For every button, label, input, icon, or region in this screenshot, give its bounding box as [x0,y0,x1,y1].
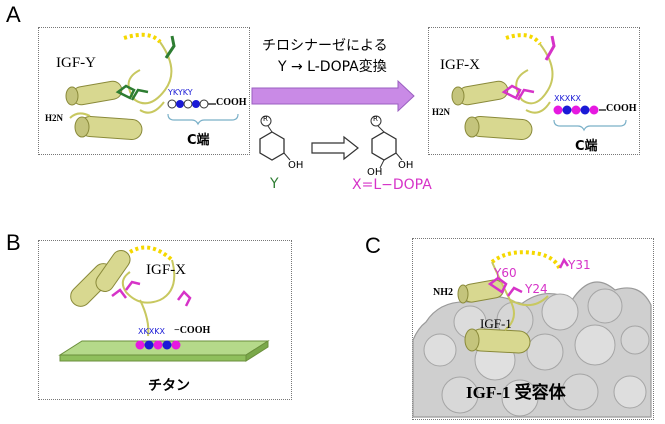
n-terminus-label-a-right: H2N [432,107,450,117]
dopa-oh-1: OH [367,167,383,178]
tyrosine-tail-sequence: YKYKY [168,88,193,97]
y60-label: Y60 [494,266,517,280]
igf-y-label: IGF-Y [56,55,96,71]
igf-x-label-a: IGF-X [440,57,480,73]
cooh-label-b: −COOH [174,325,211,336]
panel-c-letter: C [365,233,381,258]
tyrosine-structure [259,115,291,161]
dopa-tail-sequence: XKXKX [554,94,581,103]
n-terminus-label-c: NH2 [433,287,453,298]
dopa-r-group: R [373,115,378,123]
helix-a1 [65,80,123,106]
dopa-label: X=L−DOPA [352,177,432,193]
arrow-caption-line2: Y → L-DOPA変換 [278,59,387,75]
helix-c2 [464,328,531,354]
arrow-caption-line1: チロシナーゼによる [262,38,388,54]
y31-label: Y31 [568,258,591,272]
helix-a3 [451,80,509,106]
y24-label: Y24 [525,282,548,296]
c-terminus-label-a-left: C端 [187,133,210,148]
panel-a-letter: A [6,2,21,27]
hollow-arrow [311,135,359,161]
tyrosine-oh: OH [288,160,304,171]
helix-a4 [464,116,533,140]
dopa-oh-2: OH [398,160,414,171]
cooh-label-a-right: COOH [606,103,637,114]
igf-x-label-b: IGF-X [146,262,186,278]
igf-1-label: IGF-1 [480,316,512,331]
c-terminus-label-a-right: C端 [575,139,598,154]
helix-a2 [74,116,143,140]
panel-b-letter: B [6,230,21,255]
tyrosine-label: Y [270,176,279,192]
tyrosine-r-group: R [263,115,268,123]
igf-1-receptor-label: IGF-1 受容体 [466,383,566,402]
tail-sequence-b: XKXKX [138,327,165,336]
titanium-label: チタン [148,378,190,394]
cooh-label-a-left: COOH [216,97,247,108]
helix-b2 [95,250,131,292]
n-terminus-label-a-left: H2N [45,113,63,123]
dopa-structure [370,115,403,169]
panel-b-box [38,240,292,400]
